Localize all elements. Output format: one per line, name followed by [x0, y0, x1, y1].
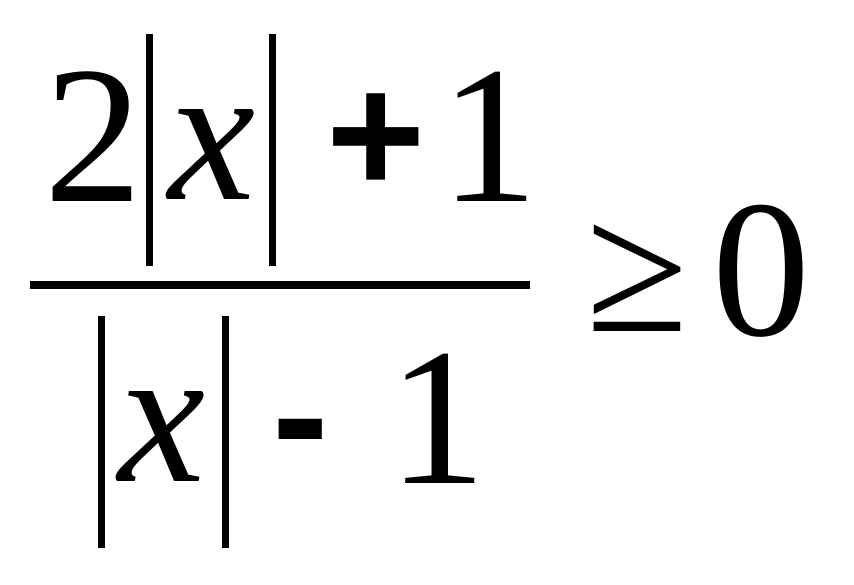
fraction-line	[30, 281, 530, 289]
denominator-abs-left-bar	[98, 316, 105, 548]
denominator-variable: x	[118, 307, 205, 524]
numerator-abs-left-bar	[146, 34, 153, 266]
numerator-coefficient: 2	[44, 27, 142, 244]
denominator-constant: 1	[388, 309, 486, 526]
denominator-minus-operator: -	[272, 320, 329, 510]
denominator-abs-right-bar	[222, 316, 229, 548]
numerator-plus-operator: +	[326, 40, 426, 230]
greater-equal-sign: ≥	[586, 166, 689, 372]
rhs-value: 0	[712, 161, 810, 378]
numerator-variable: x	[168, 25, 255, 242]
numerator-constant: 1	[440, 27, 538, 244]
numerator-abs-right-bar	[269, 34, 276, 266]
